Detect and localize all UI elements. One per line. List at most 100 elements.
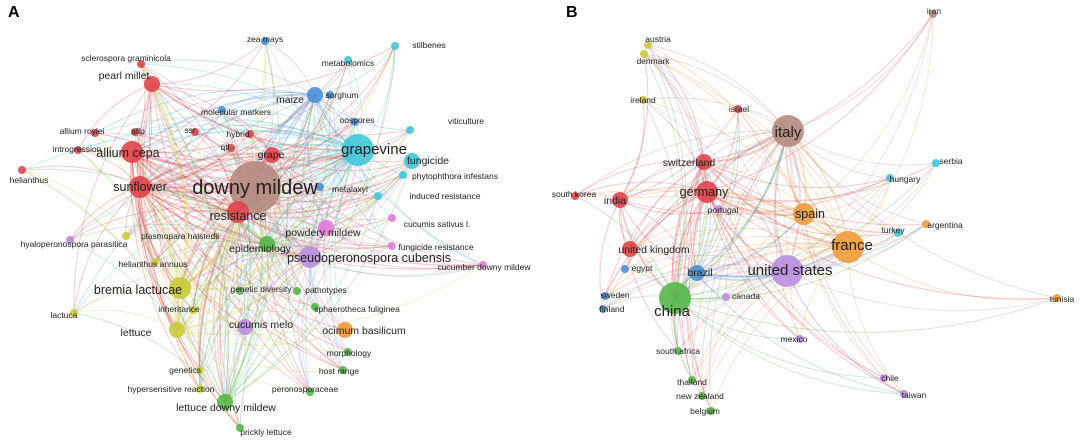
panel_b-edge [787, 130, 905, 395]
panel_a-edge [224, 243, 269, 403]
panel_a-edge [94, 116, 359, 151]
panel_a-edge [221, 91, 316, 111]
panel_a-edge [131, 40, 266, 153]
node-downy-mildew [229, 161, 281, 213]
label-metabolomics: metabolomics [322, 58, 374, 68]
panel_b-edge [706, 177, 891, 203]
panel_b-edge [674, 130, 789, 299]
label-aflp: aflp [131, 126, 145, 136]
label-lettuce: lettuce [121, 327, 152, 339]
panel_a-edge [139, 63, 153, 188]
panel_a-edge [334, 149, 359, 331]
label-sphaerotheca-fuliginea: sphaerotheca fuliginea [314, 304, 400, 314]
panel_b-edge [737, 108, 788, 272]
panel-a-letter: A [8, 4, 20, 21]
panel_b-edge [706, 191, 885, 379]
label-bremia-lactucae: bremia lactucae [94, 283, 182, 297]
panel_b-edge [674, 108, 739, 299]
panel_a-edge [69, 207, 239, 241]
panel_b-edge [619, 199, 720, 215]
panel_a-edge [237, 160, 413, 214]
panel_a-edge [237, 211, 484, 269]
panel_b-edge [696, 161, 712, 274]
node-bremia-lactucae [169, 277, 191, 299]
panel_a-edge [140, 63, 359, 151]
panel_a-edge [139, 186, 201, 371]
panel_b-edge [619, 161, 705, 201]
label-germany: germany [680, 185, 729, 199]
label-sorghum: sorghum [325, 90, 358, 100]
panel_b-edge [709, 130, 789, 412]
panel_a-edge [69, 239, 226, 403]
panel_a-edge [139, 186, 246, 328]
node-egypt [621, 265, 629, 273]
label-ireland: ireland [630, 95, 656, 105]
node-portugal [715, 205, 723, 213]
node-ssr [191, 128, 199, 136]
panel_a-edge [323, 227, 346, 331]
panel_a-edge [224, 149, 359, 403]
panel_b-edge [647, 44, 805, 215]
panel_a-edge [223, 94, 316, 403]
panel_b-edge [703, 161, 905, 395]
node-hybrid [246, 130, 254, 138]
panel_b-edge [674, 191, 708, 352]
label-belgium: belgium [690, 406, 720, 416]
panel_a-edge [134, 131, 182, 289]
panel_a-edge [307, 94, 327, 229]
node-ocimum-basilicum [337, 322, 353, 338]
country-collaboration-network: iranaustriadenmarkirelandisraelitalyswit… [552, 6, 1075, 416]
node-cucumis-sativus-l [388, 214, 396, 222]
node-induced-resistance [374, 192, 382, 200]
panel_a-edge [266, 160, 413, 245]
node-new-zealand [698, 392, 706, 400]
panel_a-edge [134, 131, 239, 213]
panel_a-edge [73, 94, 316, 314]
label-pearl-millet: pearl millet [99, 70, 150, 82]
panel_a-edge [69, 223, 268, 245]
panel_b-edge [642, 99, 849, 248]
panel_b-edge [604, 242, 849, 297]
label-host-range: host range [319, 366, 359, 376]
panel_a-edge [176, 186, 321, 331]
panel_a-edge [73, 309, 178, 331]
panel_a-edge [176, 94, 316, 331]
panel_b-edge [786, 270, 885, 379]
label-ocimum-basilicum: ocimum basilicum [322, 325, 406, 337]
node-united-kingdom [622, 241, 638, 257]
panel_a-edge [134, 91, 316, 133]
panel_a-edge [139, 109, 223, 188]
label-argentina: argentina [927, 220, 963, 230]
panel_a-edge [21, 168, 268, 245]
panel_b-edge [619, 130, 789, 201]
panel_a-edge [151, 45, 396, 92]
label-france: france [831, 237, 873, 254]
panel_a-edge [192, 149, 359, 311]
label-stilbenes: stilbenes [412, 40, 446, 50]
panel_a-edge [179, 287, 298, 301]
panel_a-edge [69, 149, 359, 241]
node-hypersensitive-reaction [196, 385, 204, 393]
label-sweden: sweden [600, 290, 630, 300]
panel_a-edge [94, 132, 178, 331]
panel_a-edge [266, 243, 484, 276]
panel_a-edge [139, 186, 180, 331]
label-sclerospora-graminicola: sclerospora graminicola [81, 53, 171, 63]
panel_b-edge [786, 162, 937, 272]
panel_b-edge [619, 108, 739, 201]
label-canada: canada [732, 291, 760, 301]
panel_a-edge [21, 165, 141, 188]
panel_a-edge [131, 93, 316, 153]
label-fungicide-resistance: fungicide resistance [398, 242, 473, 252]
panel_a-edge [266, 243, 393, 257]
panel_a-edge [179, 147, 232, 289]
panel_a-edge [125, 227, 311, 258]
panel_a-edge [233, 243, 268, 429]
label-hybrid: hybrid [226, 129, 249, 139]
node-aflp [131, 128, 139, 136]
node-sphaerotheca-fuliginea [311, 303, 319, 311]
label-pseudoperonospora-cubensis: pseudoperonospora cubensis [287, 251, 451, 265]
panel_a-edge [266, 129, 411, 245]
node-grapevine [342, 134, 374, 166]
